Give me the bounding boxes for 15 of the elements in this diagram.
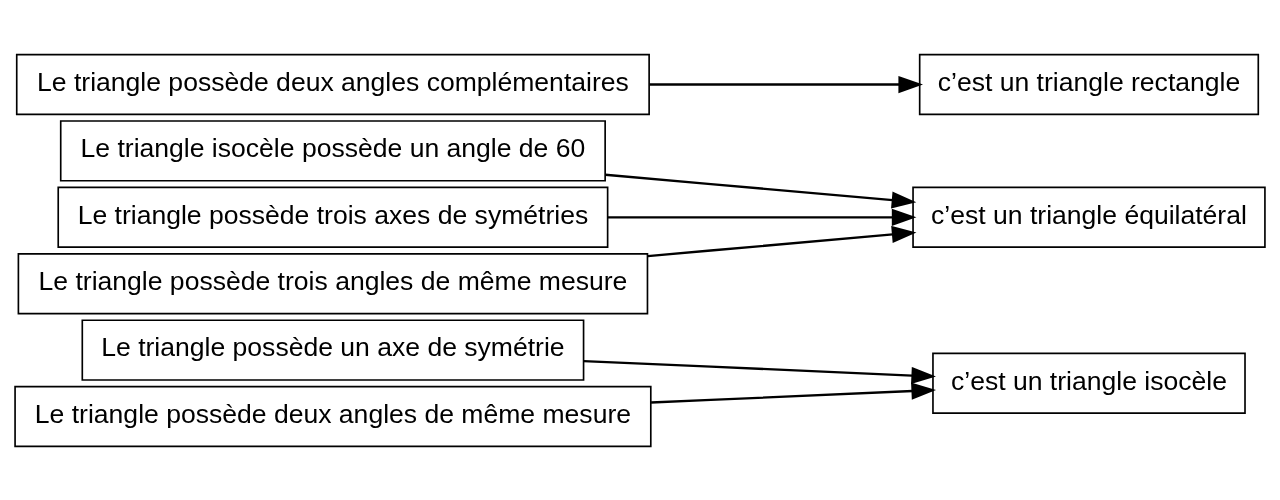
node-box: Le triangle possède deux angles de même mesure — [14, 385, 652, 447]
node-box: Le triangle possède trois angles de même mesure — [17, 252, 649, 314]
node-box: c’est un triangle isocèle — [932, 352, 1246, 414]
node-box: c’est un triangle rectangle — [918, 53, 1260, 115]
arrow — [607, 208, 917, 226]
arrow — [605, 173, 917, 209]
arrow — [651, 381, 936, 404]
node-box: Le triangle possède deux angles complémentaires — [15, 53, 650, 115]
node-box: Le triangle isocèle possède un angle de 60 — [59, 119, 606, 182]
node-box: Le triangle possède trois axes de symétries — [57, 186, 609, 248]
arrow — [649, 75, 923, 93]
node-box: Le triangle possède un axe de symétrie — [81, 318, 585, 381]
arrow — [647, 225, 917, 257]
arrow — [583, 359, 936, 384]
node-box: c’est un triangle équilatéral — [912, 186, 1266, 248]
